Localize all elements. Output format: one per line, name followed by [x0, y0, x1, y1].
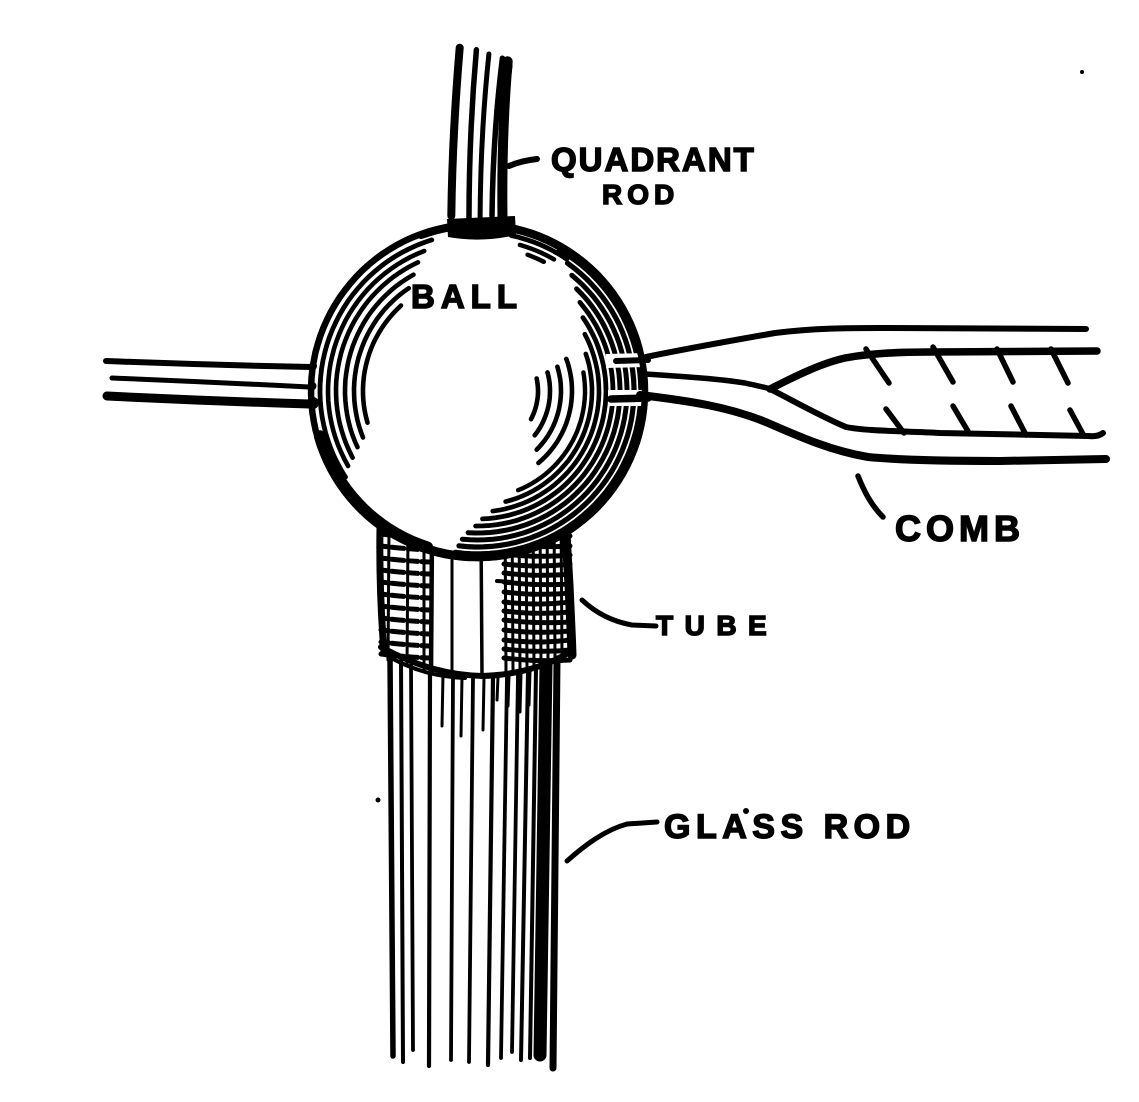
svg-text:COMB: COMB [895, 508, 1025, 549]
svg-text:BALL: BALL [411, 278, 523, 315]
svg-text:TUBE: TUBE [656, 610, 778, 641]
svg-text:GLASS ROD: GLASS ROD [664, 808, 916, 846]
svg-text:QUADRANT: QUADRANT [551, 141, 756, 178]
svg-text:ROD: ROD [602, 179, 679, 210]
